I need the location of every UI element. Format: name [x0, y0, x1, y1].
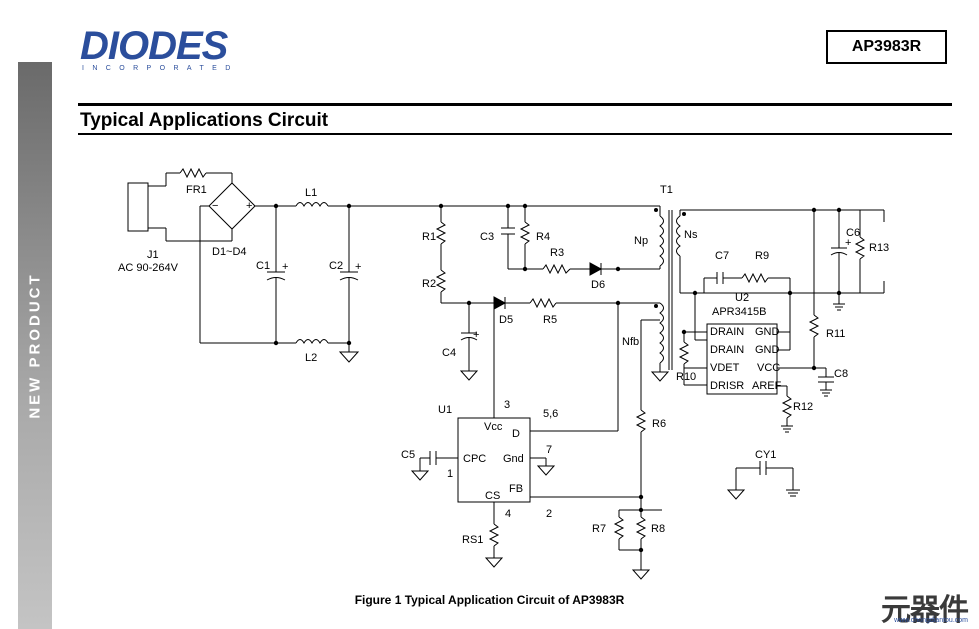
label-r5: R5	[543, 314, 557, 326]
svg-text:+: +	[473, 329, 479, 341]
sidebar-band: NEW PRODUCT	[18, 62, 52, 629]
label-r8: R8	[651, 523, 665, 535]
label-c5: C5	[401, 449, 415, 461]
u2-pin-drain-1: DRAIN	[710, 326, 744, 338]
label-pin3: 3	[504, 399, 510, 411]
label-c8: C8	[834, 368, 848, 380]
label-c1: C1	[256, 260, 270, 272]
label-c3: C3	[480, 231, 494, 243]
svg-text:−: −	[212, 200, 218, 212]
header-rule-bottom	[78, 133, 952, 135]
u2-pin-gnd-b: GND	[755, 344, 780, 356]
label-ns: Ns	[684, 229, 698, 241]
label-l1: L1	[305, 187, 317, 199]
label-d6: D6	[591, 279, 605, 291]
label-vcc: Vcc	[484, 421, 503, 433]
part-number: AP3983R	[851, 38, 922, 55]
diodes-logo: DIODES INCORPORATED	[80, 26, 239, 72]
label-np: Np	[634, 235, 648, 247]
label-r12: R12	[793, 401, 813, 413]
label-cpc: CPC	[463, 453, 486, 465]
label-pin4: 4	[505, 508, 511, 520]
label-r9: R9	[755, 250, 769, 262]
label-c4: C4	[442, 347, 456, 359]
label-r3: R3	[550, 247, 564, 259]
label-c7: C7	[715, 250, 729, 262]
label-r11: R11	[826, 328, 845, 340]
label-cy1: CY1	[755, 449, 776, 461]
watermark: 元器件 www.chongdiantou.com	[862, 583, 974, 627]
label-c6: C6	[846, 227, 860, 239]
watermark-url: www.chongdiantou.com	[894, 617, 968, 624]
label-d-pin: D	[512, 428, 520, 440]
label-fr1: FR1	[186, 184, 207, 196]
logo-subtext: INCORPORATED	[82, 65, 239, 72]
label-r1: R1	[422, 231, 436, 243]
label-c2: C2	[329, 260, 343, 272]
label-nfb: Nfb	[622, 336, 639, 348]
label-r10: R10	[676, 371, 696, 383]
label-u1: U1	[438, 404, 452, 416]
label-r7: R7	[592, 523, 606, 535]
label-r2: R2	[422, 278, 436, 290]
label-pin7: 7	[546, 444, 552, 456]
label-pin2: 2	[546, 508, 552, 520]
figure-caption: Figure 1 Typical Application Circuit of …	[354, 593, 625, 607]
label-u2-part: APR3415B	[712, 306, 766, 318]
label-r13: R13	[869, 242, 889, 254]
u2-pin-vcc: VCC	[757, 362, 780, 374]
logo-text: DIODES	[80, 24, 228, 68]
label-r6: R6	[652, 418, 666, 430]
svg-text:+: +	[282, 261, 288, 273]
label-r4: R4	[536, 231, 550, 243]
label-d1d4: D1~D4	[212, 246, 247, 258]
u2-pin-gnd-a: GND	[755, 326, 780, 338]
section-title: Typical Applications Circuit	[80, 110, 329, 131]
label-pin1: 1	[447, 468, 453, 480]
label-rs1: RS1	[462, 534, 483, 546]
u2-pin-aref: AREF	[752, 380, 782, 392]
u2-pin-drisr: DRISR	[710, 380, 744, 392]
label-fb: FB	[509, 483, 523, 495]
label-d5: D5	[499, 314, 513, 326]
label-cs: CS	[485, 490, 500, 502]
label-u2: U2	[735, 292, 749, 304]
label-l2: L2	[305, 352, 317, 364]
label-ac-input: AC 90-264V	[118, 262, 179, 274]
label-t1: T1	[660, 184, 673, 196]
svg-text:+: +	[246, 200, 252, 212]
part-number-box: AP3983R	[826, 30, 947, 64]
svg-text:+: +	[355, 261, 361, 273]
svg-text:+: +	[845, 237, 851, 249]
watermark-text: 元器件	[881, 594, 969, 627]
u2-pin-vdet: VDET	[710, 362, 740, 374]
header-rule-top	[78, 103, 952, 106]
label-j1: J1	[147, 249, 159, 261]
label-gnd-pin: Gnd	[503, 453, 524, 465]
label-pin56: 5,6	[543, 408, 558, 420]
u2-pin-drain-2: DRAIN	[710, 344, 744, 356]
